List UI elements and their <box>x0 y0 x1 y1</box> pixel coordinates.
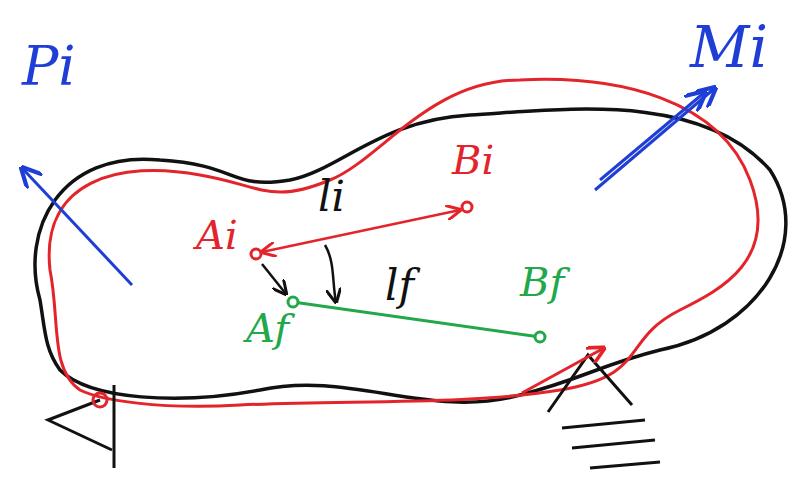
point-label: li <box>318 176 345 218</box>
pin-support <box>48 385 114 468</box>
point-label: Bf <box>520 262 564 302</box>
point-label: Mi <box>690 18 768 76</box>
point-label: Bi <box>452 140 494 180</box>
deformed-outline <box>49 79 758 406</box>
displacement-arrow <box>262 264 286 294</box>
moment-arrow-second-head <box>600 92 705 180</box>
final-segment <box>293 302 540 337</box>
final-point-a <box>288 297 298 307</box>
roller-support <box>548 355 660 468</box>
point-label: Ai <box>196 215 238 255</box>
initial-point-a <box>251 249 261 259</box>
support-displacement <box>522 348 604 393</box>
initial-outline <box>35 109 786 402</box>
point-label: Af <box>246 308 289 348</box>
point-label: lf <box>385 265 414 307</box>
force-arrow <box>22 168 132 285</box>
moment-arrow <box>595 88 715 190</box>
final-point-b <box>535 332 545 342</box>
mapping-arrow <box>325 245 336 302</box>
pin-joint <box>93 393 107 407</box>
point-label: Pi <box>22 40 76 94</box>
initial-segment <box>262 210 460 252</box>
initial-point-b <box>462 202 472 212</box>
